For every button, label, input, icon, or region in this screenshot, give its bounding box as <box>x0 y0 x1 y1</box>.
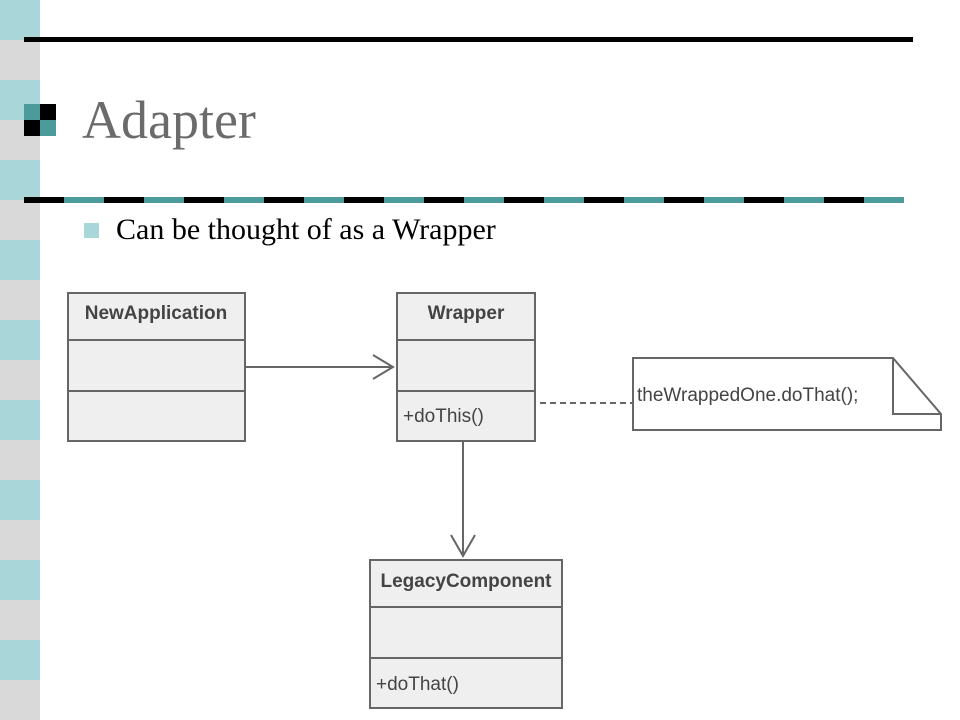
bullet-square-icon <box>84 223 99 238</box>
class-wrapper: Wrapper +doThis() <box>396 292 536 442</box>
title-divider <box>24 197 904 203</box>
top-rule <box>24 37 913 42</box>
class-name-legacy-component: LegacyComponent <box>380 571 552 592</box>
legacy-operation: +doThat() <box>376 674 459 695</box>
wrapper-operation: +doThis() <box>403 406 484 427</box>
class-name-wrapper: Wrapper <box>428 303 505 324</box>
title-square-icon <box>24 104 56 136</box>
arrow-new-application-to-wrapper <box>245 354 395 380</box>
note-text: theWrappedOne.doThat(); <box>637 385 858 406</box>
note: theWrappedOne.doThat(); <box>632 357 942 431</box>
class-name-new-application: NewApplication <box>85 303 228 324</box>
bullet-text: Can be thought of as a Wrapper <box>116 213 496 246</box>
arrow-wrapper-to-legacy-component <box>450 441 476 559</box>
class-new-application: NewApplication <box>67 292 246 442</box>
class-legacy-component: LegacyComponent +doThat() <box>369 559 563 709</box>
slide-title: Adapter <box>82 90 256 150</box>
